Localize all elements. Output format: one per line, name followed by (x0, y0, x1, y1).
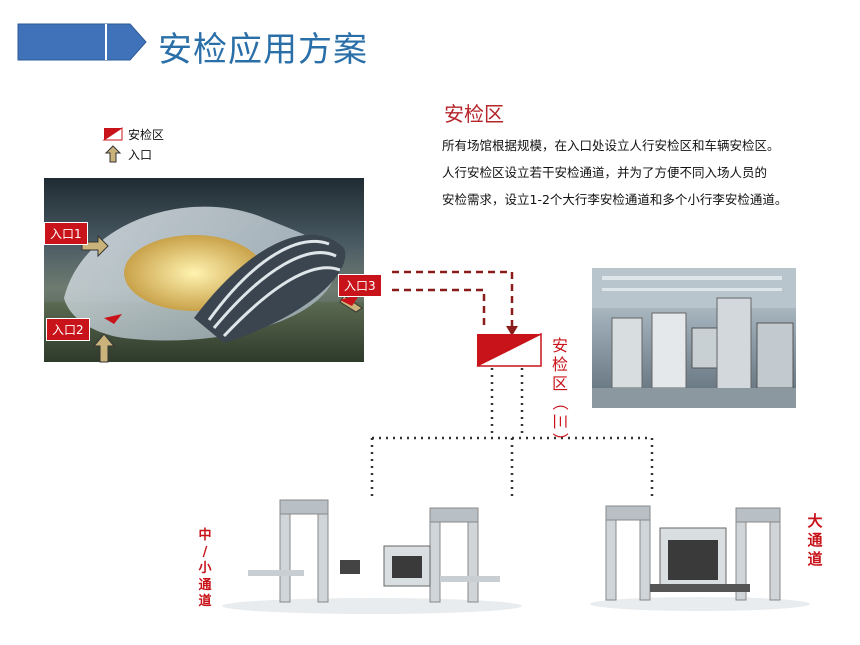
entrance-1-label: 入口1 (44, 222, 88, 245)
security-zone-flag-icon (102, 127, 123, 141)
checkpoint-photo-illustration (592, 268, 796, 408)
large-lane-equipment (590, 505, 810, 611)
lane-label-char: / (202, 544, 208, 560)
legend-label-security-zone: 安检区 (128, 127, 165, 142)
connector-entrance3-to-zone-2 (392, 288, 486, 326)
description-line: 所有场馆根据规模，在入口处设立人行安检区和车辆安检区。 (442, 138, 780, 153)
legend-item-entrance: 入口 (104, 144, 164, 164)
zone-label-char: 检 (551, 355, 568, 374)
lane-label-char: 通 (807, 531, 823, 549)
security-zone-label: 安 检 区 （ 三 ） (550, 336, 570, 450)
entrance-arrow-icon (104, 145, 122, 163)
small-lane-label: 中 / 小 通 道 (196, 528, 214, 611)
zone-label-char: （ (550, 394, 570, 411)
lane-label-char: 道 (198, 594, 212, 609)
checkpoint-photo (592, 268, 796, 408)
legend-item-security-zone: 安检区 (102, 124, 165, 144)
zone-label-char: 区 (551, 374, 568, 393)
distribution-lines (370, 368, 654, 498)
security-zone-flag (476, 332, 542, 367)
section-title: 安检区 (444, 102, 504, 126)
lane-label-char: 中 (198, 528, 212, 543)
description-line: 人行安检区设立若干安检通道，并为了方便不同入场人员的 (442, 165, 768, 180)
lane-label-char: 小 (198, 561, 212, 576)
lane-label-char: 通 (198, 577, 212, 593)
stadium-illustration (64, 206, 363, 363)
description-line: 安检需求，设立1-2个大行李安检通道和多个小行李安检通道。 (442, 192, 788, 207)
section-description: 所有场馆根据规模，在入口处设立人行安检区和车辆安检区。 人行安检区设立若干安检通… (442, 132, 842, 213)
large-lane-label: 大 通 道 (806, 512, 824, 569)
zone-label-char: ） (550, 432, 570, 449)
small-lane-equipment (222, 499, 522, 614)
legend-label-entrance: 入口 (128, 147, 153, 162)
connector-arrowhead (506, 326, 518, 336)
lane-label-char: 大 (807, 512, 823, 530)
zone-label-char: 三 (550, 413, 570, 430)
header-banner-shape (17, 23, 147, 61)
lane-label-char: 道 (807, 550, 823, 568)
connector-entrance3-to-zone (392, 270, 514, 330)
page-title: 安检应用方案 (158, 30, 368, 70)
entrance-3-label: 入口3 (338, 274, 382, 297)
legend: 安检区 入口 (102, 124, 165, 164)
stadium-image: 入口1 入口2 入口3 (44, 178, 382, 363)
entrance-2-label: 入口2 (46, 318, 90, 341)
zone-label-char: 安 (551, 336, 568, 355)
